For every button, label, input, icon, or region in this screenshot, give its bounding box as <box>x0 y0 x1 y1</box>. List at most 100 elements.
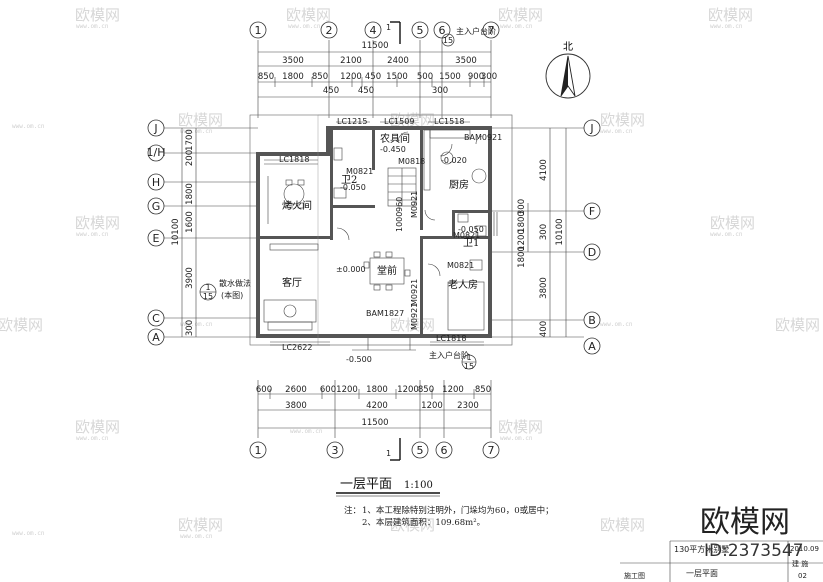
building-walls <box>249 114 513 346</box>
axis-label: 1 <box>255 24 262 37</box>
dim-right: 400 <box>539 321 549 337</box>
stairs <box>387 167 417 207</box>
dim-top: 1500 <box>386 72 408 82</box>
watermark-url: www.om.cn <box>76 231 109 238</box>
watermark-url: www.om.cn <box>76 23 109 30</box>
door-label: M0818 <box>398 157 425 166</box>
section-mark: 1 <box>386 23 391 32</box>
axis-label: 1/H <box>147 146 166 159</box>
room-kitchen: 厨房 <box>449 178 469 191</box>
level-label: -0.450 <box>380 145 406 154</box>
axis-label: G <box>152 200 161 213</box>
dim-bottom: 1800 <box>366 385 388 395</box>
axis-label: 5 <box>417 444 424 457</box>
room-labels: 烤火间 客厅 堂前 农具间 厨房 卫1 卫2 老人房 <box>282 132 479 291</box>
watermark-url: www.om.cn <box>500 435 533 442</box>
room-toilet2: 卫2 <box>341 175 357 186</box>
axis-label: F <box>589 205 595 218</box>
watermark-url: www.om.cn <box>710 23 743 30</box>
wall <box>256 152 330 156</box>
dim-top: 3500 <box>455 56 477 66</box>
tb-date: 2010.09 <box>790 545 819 553</box>
watermark-brand: 欧模网 <box>710 214 755 232</box>
annotation-labels: LC1215 LC1509 LC1518 LC1818 LC1818 LC262… <box>279 117 502 371</box>
dim-top-total: 11500 <box>361 41 388 51</box>
axis-label: 1 <box>255 444 262 457</box>
watermark-brand: 欧模网 <box>75 214 120 232</box>
dim-right: 300 <box>517 199 527 215</box>
brand-watermark: 欧模网 ID:2373547 <box>700 505 804 561</box>
room-fire: 烤火间 <box>282 199 312 212</box>
brand-big: 欧模网 <box>700 505 790 540</box>
dim-left: 1600 <box>185 211 195 233</box>
dim-top: 850 <box>258 72 274 82</box>
watermark-url: www.om.cn <box>180 533 213 540</box>
dim-right: 1200 <box>517 229 527 251</box>
wall <box>452 210 455 238</box>
watermark-brand: 欧模网 <box>600 111 645 129</box>
axis-label: 7 <box>488 24 495 37</box>
room-hall: 堂前 <box>377 264 397 277</box>
ref-number: 15 <box>203 292 213 301</box>
dim-top: 900 <box>468 72 484 82</box>
dim-top: 1500 <box>439 72 461 82</box>
dim-right: 1800 <box>517 211 527 233</box>
watermark-brand: 欧模网 <box>178 516 223 534</box>
level-label: -0.020 <box>441 156 467 165</box>
door-label: M0921 <box>410 303 419 330</box>
ref-top: 1 <box>466 353 471 362</box>
wall <box>488 126 492 206</box>
notes-prefix: 注： <box>344 505 361 516</box>
dim-bottom: 850 <box>418 385 434 395</box>
dim-bottom: 600 <box>320 385 336 395</box>
dim-label: 960 <box>395 197 404 212</box>
watermark-brand: 欧模网 <box>390 111 435 129</box>
left-dimension-texts: 10100 1700 200 1800 1600 3900 300 <box>171 129 195 336</box>
dim-left-total: 10100 <box>171 218 181 245</box>
ref-top: 1 <box>205 283 210 292</box>
dim-top: 2400 <box>387 56 409 66</box>
wall <box>330 205 375 208</box>
axis-label: A <box>152 331 160 344</box>
axis-label: 3 <box>332 444 339 457</box>
top-dimension-texts: 11500 3500 2100 2400 3500 850 1800 850 1… <box>258 41 497 96</box>
drawing-title: 一层平面 1:100 <box>336 477 440 497</box>
axis-label: 5 <box>417 24 424 37</box>
watermark-url: www.om.cn <box>12 530 45 537</box>
wall <box>420 130 423 230</box>
watermark-brand: 欧模网 <box>498 418 543 436</box>
ref-label: 主入户台阶 <box>429 350 469 360</box>
dim-bottom: 850 <box>475 385 491 395</box>
door-label: M0921 <box>410 191 419 218</box>
wall <box>256 152 260 338</box>
dim-top: 450 <box>365 72 381 82</box>
dim-right: 1800 <box>517 246 527 268</box>
axis-label: 6 <box>441 444 448 457</box>
dim-bottom: 1200 <box>397 385 419 395</box>
watermark-brand: 欧模网 <box>390 316 435 334</box>
window-label: LC1518 <box>434 117 464 126</box>
dim-bottom: 4200 <box>366 401 388 411</box>
dim-top: 500 <box>417 72 433 82</box>
dim-bottom: 1200 <box>442 385 464 395</box>
level-label: ±0.000 <box>336 265 366 274</box>
watermark-url: www.om.cn <box>180 128 213 135</box>
watermark-url: www.om.cn <box>180 321 213 328</box>
watermark-url: www.om.cn <box>12 123 45 130</box>
level-label: -0.500 <box>346 355 372 364</box>
dim-top: 450 <box>323 86 339 96</box>
watermark-brand: 欧模网 <box>75 418 120 436</box>
dim-bottom: 1200 <box>421 401 443 411</box>
right-dimension-lines <box>491 127 584 338</box>
bottom-axis-bubbles: 1 3 5 6 7 1 <box>249 438 500 461</box>
dim-top: 3500 <box>282 56 304 66</box>
axis-label: D <box>588 246 596 259</box>
dim-bottom: 1200 <box>336 385 358 395</box>
watermark-url: www.om.cn <box>710 231 743 238</box>
watermark-url: www.om.cn <box>76 435 109 442</box>
dim-top: 850 <box>312 72 328 82</box>
dim-right-total: 10100 <box>555 218 565 245</box>
wall <box>372 130 375 170</box>
dim-bottom: 600 <box>256 385 272 395</box>
